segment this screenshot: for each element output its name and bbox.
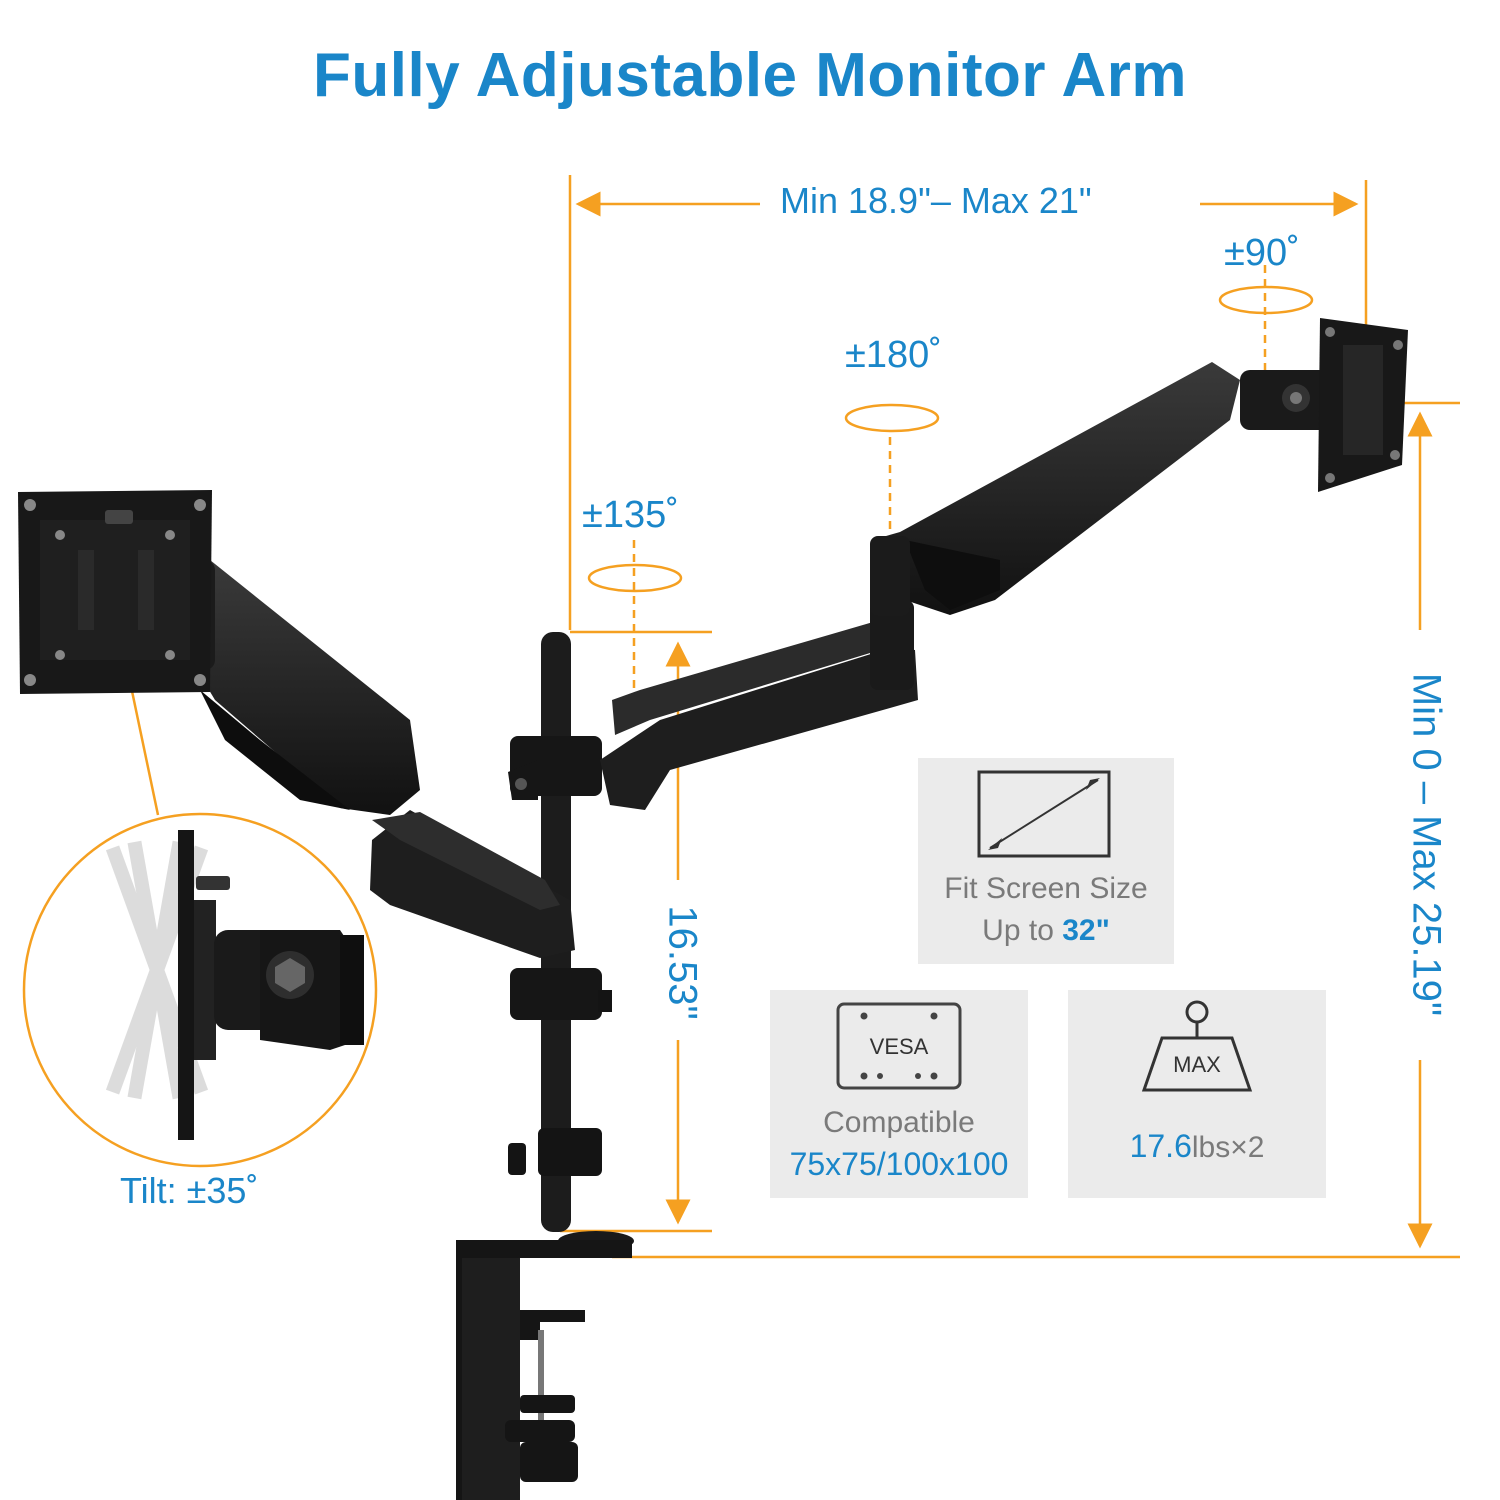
right-lower-arm xyxy=(600,600,918,810)
left-lower-arm xyxy=(370,810,575,958)
screen-size-line2: Up to 32" xyxy=(918,914,1174,948)
max-load-card: MAX 17.6lbs×2 xyxy=(1068,990,1326,1198)
rotation-135-label: ±135˚ xyxy=(582,494,679,536)
left-upper-arm xyxy=(175,560,420,815)
right-upper-arm xyxy=(870,362,1330,616)
width-range-label: Min 18.9"– Max 21" xyxy=(780,180,1092,221)
max-load-number: 17.6 xyxy=(1129,1128,1192,1164)
left-vesa-plate xyxy=(18,490,212,694)
height-range-label: Min 0 – Max 25.19" xyxy=(1404,672,1449,1017)
tilt-detail xyxy=(105,830,364,1140)
screen-size-value: 32" xyxy=(1062,914,1110,947)
pole-height-label: 16.53" xyxy=(660,905,705,1020)
rotation-180-label: ±180˚ xyxy=(845,334,942,376)
right-vesa-plate xyxy=(1318,318,1408,492)
desk-clamp xyxy=(456,1240,632,1500)
max-load-unit: lbs×2 xyxy=(1191,1131,1265,1164)
vesa-line1: Compatible xyxy=(823,1106,975,1139)
page-title: Fully Adjustable Monitor Arm xyxy=(313,41,1187,110)
vesa-card: VESA Compatible 75x75/100x100 xyxy=(770,990,1028,1198)
max-load-value: 17.6lbs×2 xyxy=(1068,1128,1326,1165)
max-icon-label: MAX xyxy=(1173,1052,1221,1077)
screen-size-line1: Fit Screen Size xyxy=(944,872,1148,905)
screen-diagonal-icon xyxy=(977,770,1111,858)
vesa-plate-icon xyxy=(836,1002,962,1090)
screen-size-prefix: Up to xyxy=(982,914,1063,947)
weight-icon xyxy=(1141,1000,1253,1092)
vesa-line2: 75x75/100x100 xyxy=(789,1146,1009,1182)
swivel-90-label: ±90˚ xyxy=(1224,232,1300,274)
vesa-icon-label: VESA xyxy=(869,1034,929,1059)
screen-size-card: Fit Screen Size Up to 32" xyxy=(918,758,1174,964)
tilt-label: Tilt: ±35˚ xyxy=(120,1170,259,1211)
